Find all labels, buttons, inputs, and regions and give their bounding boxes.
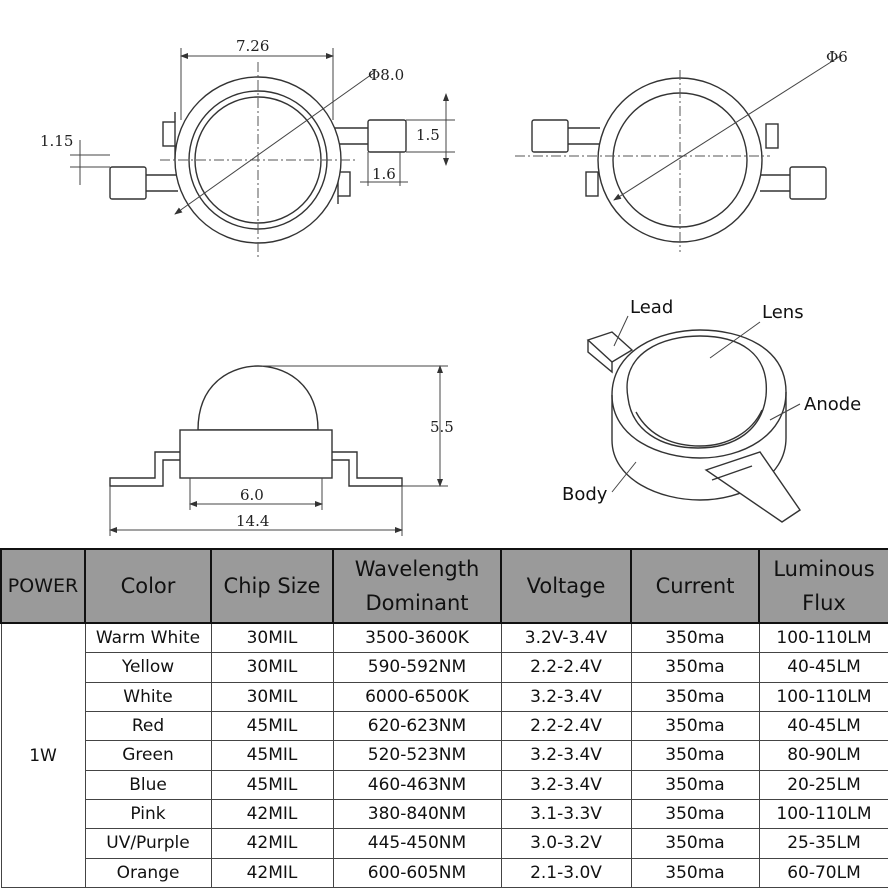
cell-chip-size: 30MIL [210, 622, 334, 654]
callout-lens: Lens [762, 302, 804, 323]
cell-current: 350ma [630, 769, 760, 800]
cell-color: Green [84, 740, 212, 771]
dim-diameter-6: Φ6 [826, 48, 848, 66]
cell-current: 350ma [630, 798, 760, 830]
cell-wavelength: 590-592NM [332, 652, 502, 683]
dim-7-26: 7.26 [236, 37, 269, 55]
header-current: Current [630, 548, 760, 624]
cell-current: 350ma [630, 622, 760, 654]
cell-luminous-flux: 100-110LM [758, 798, 888, 830]
cell-color: Warm White [84, 622, 212, 654]
dim-5-5: 5.5 [430, 418, 454, 436]
cell-luminous-flux: 80-90LM [758, 740, 888, 771]
header-color: Color [84, 548, 212, 624]
callout-anode: Anode [804, 394, 861, 415]
dim-diameter-8: Φ8.0 [368, 66, 404, 84]
isometric-view: Lead Lens Anode Body [562, 297, 861, 523]
top-view-right: Φ6 [515, 48, 848, 252]
cell-luminous-flux: 25-35LM [758, 828, 888, 859]
cell-chip-size: 45MIL [210, 740, 334, 771]
cell-wavelength: 600-605NM [332, 857, 502, 888]
header-flux-line1: Luminous [773, 557, 875, 581]
cell-chip-size: 30MIL [210, 681, 334, 712]
cell-current: 350ma [630, 710, 760, 742]
cell-current: 350ma [630, 828, 760, 859]
cell-voltage: 2.2-2.4V [500, 710, 632, 742]
cell-chip-size: 45MIL [210, 769, 334, 800]
cell-voltage: 3.1-3.3V [500, 798, 632, 830]
cell-voltage: 3.2-3.4V [500, 769, 632, 800]
header-power: POWER [0, 548, 86, 624]
cell-voltage: 3.2V-3.4V [500, 622, 632, 654]
cell-voltage: 2.1-3.0V [500, 857, 632, 888]
cell-luminous-flux: 60-70LM [758, 857, 888, 888]
cell-luminous-flux: 100-110LM [758, 681, 888, 712]
cell-voltage: 3.2-3.4V [500, 681, 632, 712]
led-dimension-drawings: 7.26 Φ8.0 1.15 1.5 1.6 [40, 37, 861, 536]
cell-luminous-flux: 40-45LM [758, 710, 888, 742]
cell-chip-size: 30MIL [210, 652, 334, 683]
cell-wavelength: 460-463NM [332, 769, 502, 800]
cell-power: 1W [0, 622, 86, 888]
cell-voltage: 3.0-3.2V [500, 828, 632, 859]
cell-color: Yellow [84, 652, 212, 683]
header-voltage: Voltage [500, 548, 632, 624]
header-flux-line2: Flux [802, 591, 846, 615]
dim-1-5: 1.5 [416, 126, 440, 144]
cell-color: White [84, 681, 212, 712]
cell-color: Orange [84, 857, 212, 888]
header-wavelength-line1: Wavelength [354, 557, 480, 581]
cell-wavelength: 380-840NM [332, 798, 502, 830]
cell-color: Blue [84, 769, 212, 800]
cell-voltage: 2.2-2.4V [500, 652, 632, 683]
cell-color: Red [84, 710, 212, 742]
callout-body: Body [562, 484, 608, 505]
cell-wavelength: 445-450NM [332, 828, 502, 859]
cell-chip-size: 42MIL [210, 798, 334, 830]
dim-6-0: 6.0 [240, 486, 264, 504]
dim-14-4: 14.4 [236, 512, 269, 530]
cell-color: Pink [84, 798, 212, 830]
header-wavelength-line2: Dominant [365, 591, 469, 615]
cell-wavelength: 620-623NM [332, 710, 502, 742]
callout-lead: Lead [630, 297, 673, 318]
side-view: 5.5 6.0 14.4 [109, 365, 454, 536]
cell-wavelength: 6000-6500K [332, 681, 502, 712]
cell-luminous-flux: 20-25LM [758, 769, 888, 800]
cell-luminous-flux: 100-110LM [758, 622, 888, 654]
cell-color: UV/Purple [84, 828, 212, 859]
header-chip-size: Chip Size [210, 548, 334, 624]
cell-wavelength: 3500-3600K [332, 622, 502, 654]
cell-luminous-flux: 40-45LM [758, 652, 888, 683]
cell-chip-size: 42MIL [210, 857, 334, 888]
cell-current: 350ma [630, 857, 760, 888]
cell-voltage: 3.2-3.4V [500, 740, 632, 771]
dim-1-6: 1.6 [372, 165, 396, 183]
cell-current: 350ma [630, 681, 760, 712]
cell-chip-size: 45MIL [210, 710, 334, 742]
dim-1-15: 1.15 [40, 132, 73, 150]
cell-wavelength: 520-523NM [332, 740, 502, 771]
cell-current: 350ma [630, 740, 760, 771]
cell-current: 350ma [630, 652, 760, 683]
cell-chip-size: 42MIL [210, 828, 334, 859]
top-view-left: 7.26 Φ8.0 1.15 1.5 1.6 [40, 37, 455, 258]
